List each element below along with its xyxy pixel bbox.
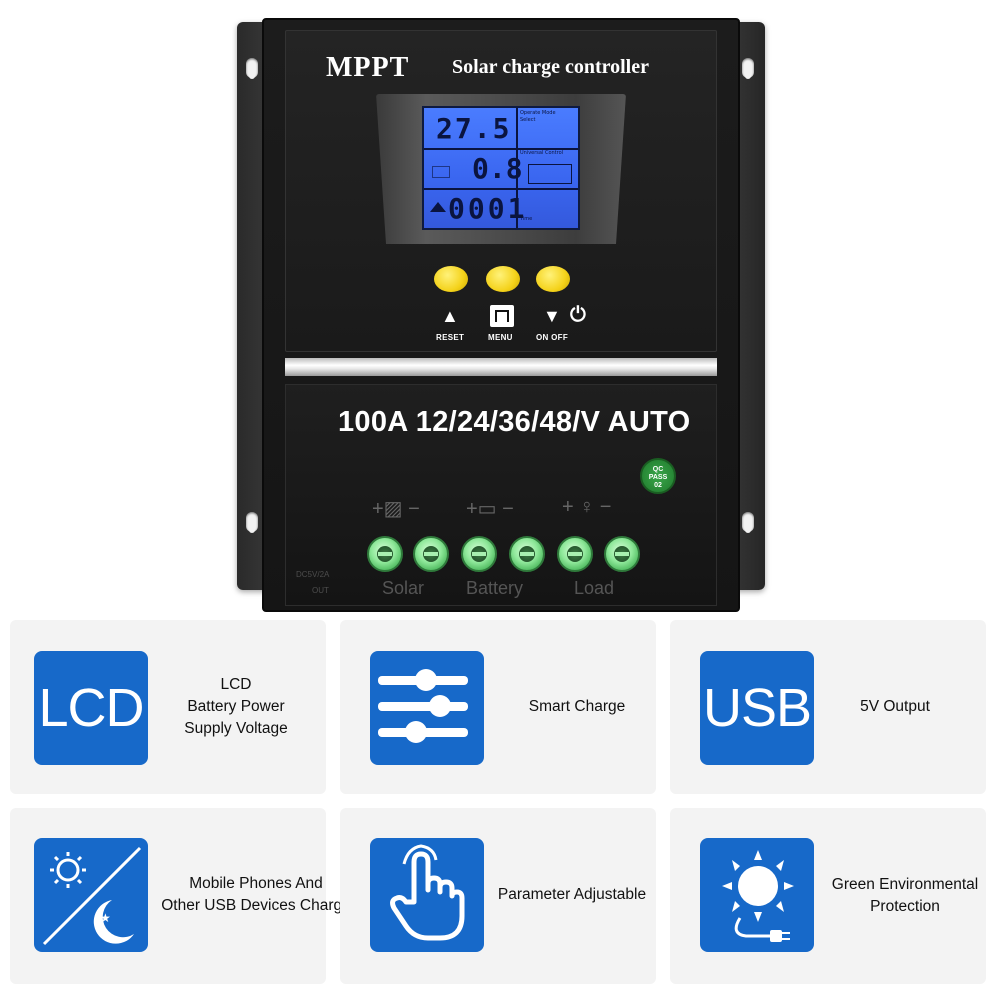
lcd-label-operate-mode: Operate Mode: [520, 110, 556, 116]
down-onoff-button[interactable]: [536, 266, 570, 292]
qc-pass-badge: QC PASS 02: [640, 458, 676, 494]
qc-line2: PASS: [648, 474, 668, 481]
onoff-label: ON OFF: [536, 333, 569, 342]
triangle-up-icon: ▲: [441, 306, 459, 326]
sliders-tile: [370, 651, 484, 765]
lcd-label-time: Time: [520, 216, 533, 222]
qc-line3: 02: [654, 482, 662, 489]
sliders-icon: [378, 669, 468, 743]
load-label: Load: [574, 578, 615, 598]
feature-text-parameter: Parameter Adjustable: [492, 884, 652, 906]
sun-plug-tile: [700, 838, 814, 952]
feature-line: 5V Output: [860, 698, 930, 715]
hand-pointer-icon: [390, 844, 465, 941]
feature-line: Parameter Adjustable: [497, 886, 647, 903]
svg-text:★: ★: [100, 911, 111, 925]
lamp-icon: + ♀ −: [562, 496, 612, 518]
lcd-value-counter: 0001: [448, 192, 528, 225]
load-negative-terminal[interactable]: [604, 536, 640, 572]
usb-out-label: OUT: [312, 586, 329, 595]
solar-negative-terminal[interactable]: [413, 536, 449, 572]
solar-label: Solar: [382, 578, 425, 598]
usb-spec-label: DC5V/2A: [296, 570, 330, 579]
feature-line: Mobile Phones And: [189, 875, 323, 892]
feature-text-mobile: Mobile Phones And Other USB Devices Char…: [156, 873, 356, 917]
mounting-hole: [246, 512, 258, 533]
lcd-value-voltage: 27.5: [436, 112, 512, 145]
solar-panel-icon: +▨ −: [372, 498, 420, 520]
battery-icon: [432, 166, 450, 178]
battery-positive-terminal[interactable]: [461, 536, 497, 572]
front-bottom-panel: [285, 384, 717, 606]
mounting-hole: [742, 58, 754, 79]
lcd-label-select: Select: [520, 117, 536, 123]
feature-line: Battery Power: [187, 698, 285, 715]
day-night-tile: ★: [34, 838, 148, 952]
feature-text-lcd: LCD Battery Power Supply Voltage: [160, 674, 312, 740]
lcd-screen: Operate Mode Select Universal Control 27…: [422, 106, 580, 230]
solar-positive-terminal[interactable]: [367, 536, 403, 572]
feature-line: Other USB Devices Charge: [161, 897, 351, 914]
feature-line: Smart Charge: [528, 698, 626, 715]
menu-label: MENU: [488, 333, 513, 342]
lcd-value-current: 0.8: [472, 152, 523, 185]
triangle-down-icon: ▼: [543, 306, 561, 326]
sun-plug-icon: [722, 850, 794, 942]
feature-line: Protection: [870, 898, 940, 915]
power-icon: ⏻: [570, 304, 586, 326]
battery-negative-terminal[interactable]: [509, 536, 545, 572]
lcd-label-universal-control: Universal Control: [520, 150, 564, 156]
lcd-tile-text: LCD: [38, 678, 144, 738]
battery-terminal-icon: +▭ −: [466, 498, 514, 520]
load-positive-terminal[interactable]: [557, 536, 593, 572]
product-subtitle: Solar charge controller: [452, 56, 649, 78]
menu-icon: [490, 305, 514, 327]
qc-line1: QC: [652, 466, 664, 473]
panel-divider: [285, 358, 717, 376]
feature-line: LCD: [220, 676, 252, 693]
feature-text-smart-charge: Smart Charge: [502, 696, 652, 718]
feature-line: Supply Voltage: [184, 720, 288, 737]
usb-tile-text: USB: [702, 678, 812, 738]
arrow-up-icon: [430, 202, 446, 212]
battery-label: Battery: [466, 578, 524, 598]
feature-text-green: Green Environmental Protection: [826, 874, 984, 918]
brand-label: MPPT: [326, 52, 410, 83]
reset-label: RESET: [436, 333, 465, 342]
menu-button[interactable]: [486, 266, 520, 292]
hand-tile: [370, 838, 484, 952]
feature-line: Green Environmental: [831, 876, 979, 893]
rating-label: 100A 12/24/36/48/V AUTO: [338, 406, 691, 438]
mounting-hole: [246, 58, 258, 79]
mounting-hole: [742, 512, 754, 533]
up-reset-button[interactable]: [434, 266, 468, 292]
feature-text-usb: 5V Output: [830, 696, 960, 718]
usb-tile: USB: [700, 651, 814, 765]
lcd-tile: LCD: [34, 651, 148, 765]
day-night-icon: ★: [42, 846, 142, 946]
